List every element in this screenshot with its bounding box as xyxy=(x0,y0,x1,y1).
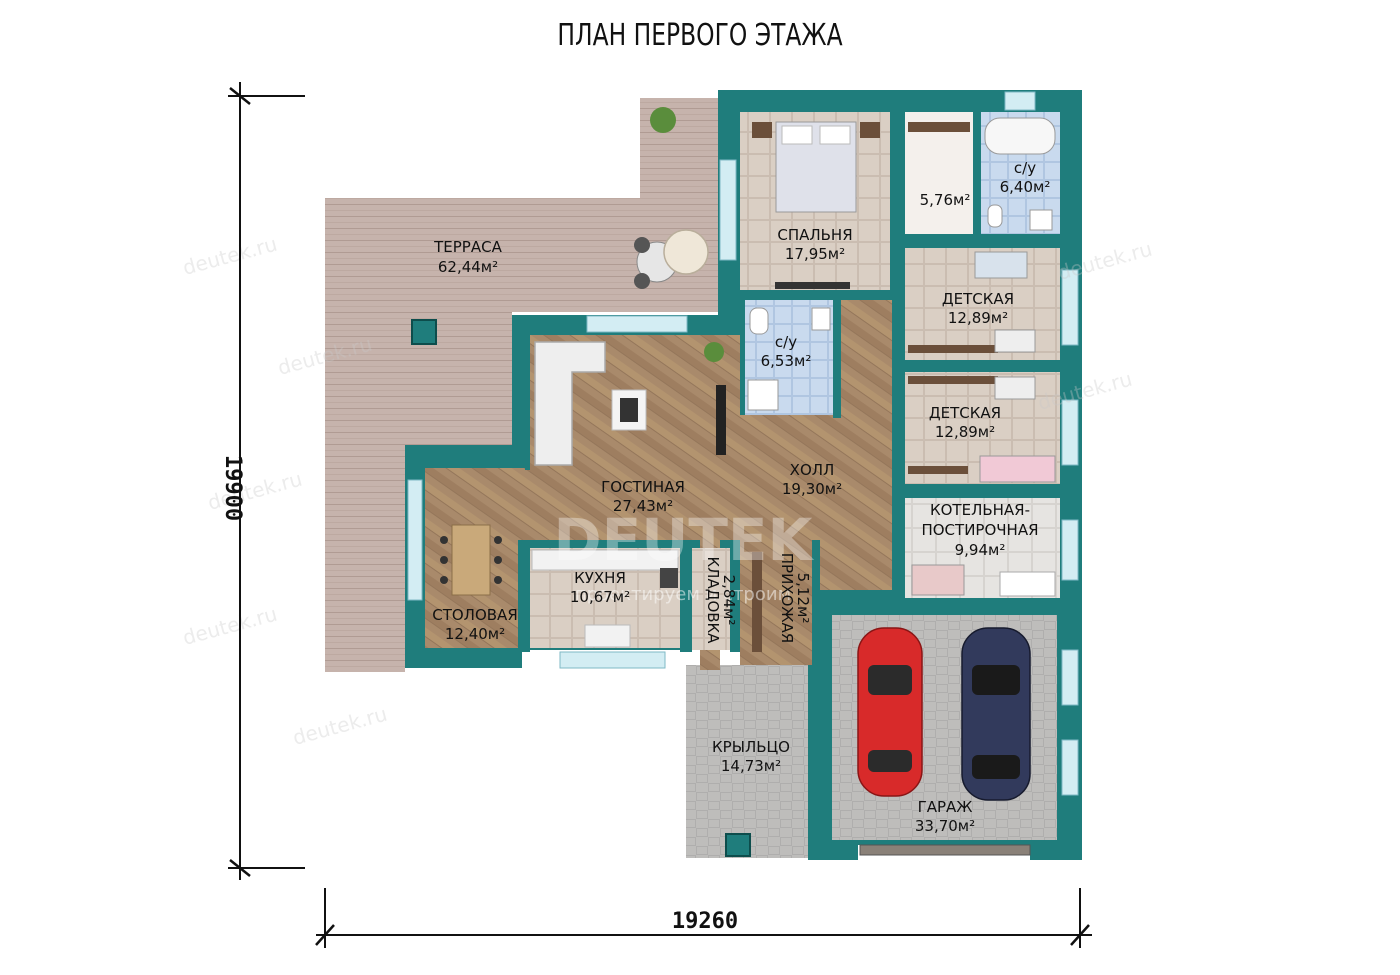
kitchen-counter-icon xyxy=(531,549,679,648)
bathtub-icon xyxy=(984,117,1056,155)
room-name-garage: ГАРАЖ xyxy=(918,798,973,816)
red-car-icon xyxy=(857,627,923,797)
room-name-terrace: ТЕРРАСА xyxy=(433,238,502,256)
porch-column xyxy=(725,833,751,857)
closet-floor xyxy=(905,112,973,234)
room-name-bedroom: СПАЛЬНЯ xyxy=(777,226,852,244)
laundry-counter-icon xyxy=(999,571,1056,597)
desk-icon xyxy=(994,376,1036,400)
room-area-porch: 14,73м² xyxy=(721,757,781,775)
room-name-bath2: с/у xyxy=(775,333,797,351)
toilet-icon xyxy=(987,204,1003,228)
room-area-boiler: 9,94м² xyxy=(955,541,1006,559)
room-name-kids2: ДЕТСКАЯ xyxy=(929,404,1001,422)
room-area-living: 27,43м² xyxy=(613,497,673,515)
toilet-icon xyxy=(749,307,769,335)
room-name-dining: СТОЛОВАЯ xyxy=(432,606,518,624)
single-bed-icon xyxy=(974,251,1028,279)
room-area-bath1: 6,40м² xyxy=(1000,178,1051,196)
terrace xyxy=(325,98,718,672)
room-area-kitchen: 10,67м² xyxy=(570,588,630,606)
room-name-boiler: КОТЕЛЬНАЯ- xyxy=(930,501,1030,519)
sofa-icon xyxy=(534,341,606,466)
room-area-bath2: 6,53м² xyxy=(761,352,812,370)
room-area-kids1: 12,89м² xyxy=(948,309,1008,327)
wardrobe-icon xyxy=(752,122,998,652)
plant-icon xyxy=(650,107,676,133)
desk-icon xyxy=(994,329,1036,353)
room-area-dining: 12,40м² xyxy=(445,625,505,643)
room-name-bath1: с/у xyxy=(1014,159,1036,177)
room-area-hall: 19,30м² xyxy=(782,480,842,498)
room-name-kids1: ДЕТСКАЯ xyxy=(942,290,1014,308)
plant-icon xyxy=(704,342,724,362)
room-name-boiler-2: ПОСТИРОЧНАЯ xyxy=(921,521,1038,539)
svg-text:DEUTEK: DEUTEK xyxy=(554,506,815,574)
room-name-porch: КРЫЛЬЦО xyxy=(712,738,790,756)
shower-icon xyxy=(747,379,779,411)
room-area-kids2: 12,89м² xyxy=(935,423,995,441)
room-area-closet: 5,76м² xyxy=(920,191,971,209)
patio-table-icon xyxy=(634,229,709,289)
tv-icon xyxy=(716,385,726,455)
room-name-entry: ПРИХОЖАЯ xyxy=(778,553,796,643)
room-name-hall: ХОЛЛ xyxy=(790,461,835,479)
pantry-floor xyxy=(692,548,730,650)
svg-text:deutek.ru: deutek.ru xyxy=(290,702,390,750)
dining-table-icon xyxy=(440,524,502,596)
room-area-garage: 33,70м² xyxy=(915,817,975,835)
dimension-width: 19260 xyxy=(672,909,738,934)
room-name-kitchen: КУХНЯ xyxy=(574,569,626,587)
blue-car-icon xyxy=(961,627,1031,801)
svg-text:deutek.ru: deutek.ru xyxy=(180,602,280,650)
room-area-pantry: 2,84м² xyxy=(720,575,738,626)
boiler-icon xyxy=(911,564,965,596)
page-title: ПЛАН ПЕРВОГО ЭТАЖА xyxy=(557,18,843,53)
svg-text:проектируем и строим: проектируем и строим xyxy=(575,584,791,605)
room-area-entry: 5,12м² xyxy=(794,573,812,624)
dimension-horizontal: 19260 xyxy=(315,888,1092,948)
room-name-pantry: КЛАДОВКА xyxy=(704,557,722,645)
room-name-living: ГОСТИНАЯ xyxy=(601,478,685,496)
porch xyxy=(686,665,818,858)
dimension-vertical: 19900 xyxy=(220,82,305,880)
double-bed-icon xyxy=(752,121,880,213)
room-labels: ТЕРРАСА 62,44м² СПАЛЬНЯ 17,95м² 5,76м² с… xyxy=(432,159,1050,835)
single-bed-icon xyxy=(979,455,1056,483)
dimension-height: 19900 xyxy=(220,455,245,521)
room-area-terrace: 62,44м² xyxy=(438,258,498,276)
room-area-bedroom: 17,95м² xyxy=(785,245,845,263)
tv-stand-icon xyxy=(775,282,850,289)
sink-icon xyxy=(811,307,831,331)
coffee-table-icon xyxy=(611,389,647,431)
svg-text:deutek.ru: deutek.ru xyxy=(180,232,280,280)
terrace-column xyxy=(411,319,437,345)
sink-icon xyxy=(1029,209,1053,231)
windows xyxy=(407,91,1079,856)
